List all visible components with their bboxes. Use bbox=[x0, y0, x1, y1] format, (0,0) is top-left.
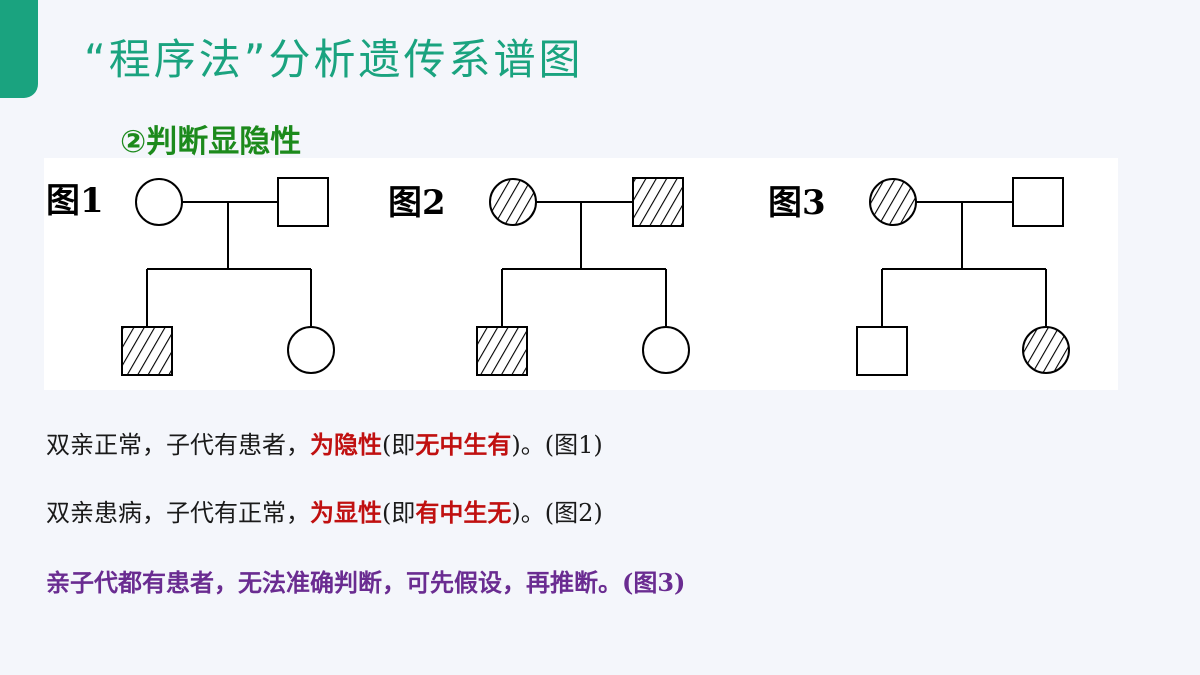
recessive-conclusion: 为隐性 bbox=[310, 430, 382, 459]
pedigree-figure-1: 图1 bbox=[46, 177, 335, 376]
pedigree-figure-3: 图3 bbox=[768, 177, 1070, 376]
statement-undetermined: 亲子代都有患者，无法准确判断，可先假设，再推断。(图3) bbox=[46, 568, 686, 597]
parent-individual bbox=[632, 177, 684, 227]
dominant-conclusion: 为显性 bbox=[310, 498, 382, 527]
parent-individual bbox=[277, 177, 329, 227]
statement-text: (即 bbox=[382, 431, 416, 459]
accent-tab bbox=[0, 0, 38, 98]
normal-male-symbol bbox=[277, 177, 329, 227]
statement-text: 双亲正常，子代有患者， bbox=[46, 431, 310, 459]
figure-label: 图2 bbox=[388, 183, 446, 223]
affected-male-symbol bbox=[121, 326, 173, 376]
parent-individual bbox=[1012, 177, 1064, 227]
recessive-rule: 无中生有 bbox=[415, 430, 512, 459]
normal-female-symbol bbox=[135, 178, 183, 226]
statement-recessive: 双亲正常，子代有患者，为隐性(即无中生有)。(图1) bbox=[46, 425, 603, 460]
child-individual bbox=[856, 326, 908, 376]
statement-text: )。(图1) bbox=[511, 431, 603, 459]
child-individual bbox=[476, 326, 528, 376]
statement-text: 双亲患病，子代有正常， bbox=[46, 499, 310, 527]
subtitle: ②判断显隐性 bbox=[120, 124, 302, 160]
statement-dominant: 双亲患病，子代有正常，为显性(即有中生无)。(图2) bbox=[46, 493, 603, 528]
figure-label: 图3 bbox=[768, 183, 826, 223]
statement-text: (即 bbox=[382, 499, 416, 527]
child-individual bbox=[1022, 326, 1070, 374]
parent-individual bbox=[135, 178, 183, 226]
child-individual bbox=[287, 326, 335, 374]
affected-male-symbol bbox=[476, 326, 528, 376]
affected-female-symbol bbox=[869, 178, 917, 226]
pedigree-diagrams: 图1 图2 图3 bbox=[46, 177, 1070, 376]
normal-male-symbol bbox=[1012, 177, 1064, 227]
pedigree-figure-2: 图2 bbox=[388, 177, 690, 376]
normal-male-symbol bbox=[856, 326, 908, 376]
parent-individual bbox=[489, 178, 537, 226]
child-individual bbox=[642, 326, 690, 374]
parent-individual bbox=[869, 178, 917, 226]
normal-female-symbol bbox=[642, 326, 690, 374]
statement-text: )。(图2) bbox=[511, 499, 603, 527]
normal-female-symbol bbox=[287, 326, 335, 374]
affected-female-symbol bbox=[489, 178, 537, 226]
affected-female-symbol bbox=[1022, 326, 1070, 374]
pedigree-panel: 图1 图2 图3 bbox=[44, 158, 1118, 390]
child-individual bbox=[121, 326, 173, 376]
figure-label: 图1 bbox=[46, 181, 104, 221]
slide-title: “程序法”分析遗传系谱图 bbox=[84, 35, 584, 84]
affected-male-symbol bbox=[632, 177, 684, 227]
dominant-rule: 有中生无 bbox=[415, 498, 512, 527]
